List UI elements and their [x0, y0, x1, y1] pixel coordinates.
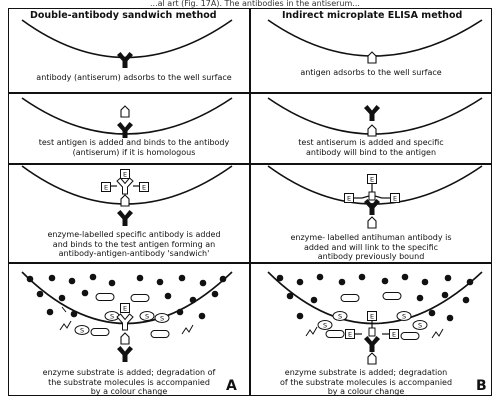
row-divider-3 [8, 262, 492, 264]
row-divider-1 [8, 92, 492, 94]
cropped-header-text: ...al art (Fig. 17A). The antibodies in … [150, 0, 360, 8]
antibody-icon [117, 210, 133, 226]
labelled-antibody-icon [116, 177, 134, 195]
enzyme-label-icon [101, 182, 111, 192]
panel-label-b: B [476, 378, 487, 394]
left-step-2-caption: test antigen is added and binds to the a… [38, 138, 230, 157]
enzyme-label-icon [390, 193, 400, 203]
column-divider [249, 8, 251, 396]
well-right-row1 [267, 19, 483, 57]
enzyme-label-icon [345, 329, 355, 339]
well-right-row4 [267, 271, 483, 325]
bound-antigen-icon [120, 105, 130, 118]
row-divider-2 [8, 163, 492, 165]
test-antibody-icon [364, 105, 380, 121]
enzyme-label-icon [367, 311, 377, 321]
specific-antibody-icon [364, 199, 380, 215]
antibody-icon [117, 346, 133, 362]
panel-label-a: A [226, 378, 237, 394]
antigen-icon [367, 352, 377, 365]
adsorbed-antibody-icon [117, 52, 133, 68]
adsorbed-antigen-icon [367, 51, 377, 64]
antigen-icon [367, 216, 377, 229]
substrate-molecules-left [26, 273, 227, 338]
well-left-row1 [21, 19, 233, 59]
labelled-antibody-icon [116, 313, 134, 331]
left-step-1-caption: antibody (antiserum) adsorbs to the well… [36, 73, 232, 82]
enzyme-label-icon [120, 169, 130, 179]
antigen-icon [367, 124, 377, 137]
left-step-4-caption: enzyme substrate is added; degradation o… [42, 368, 216, 396]
antigen-icon [120, 194, 130, 207]
specific-antibody-icon [364, 336, 380, 352]
enzyme-label-icon [139, 182, 149, 192]
antibody-icon [117, 122, 133, 138]
substrate-molecules-right [276, 273, 474, 340]
right-step-1-caption: antigen adsorbs to the well surface [300, 68, 442, 77]
enzyme-label-icon [389, 329, 399, 339]
enzyme-label-icon [367, 174, 377, 184]
right-column-title: Indirect microplate ELISA method [282, 10, 463, 21]
left-column-title: Double-antibody sandwich method [30, 10, 217, 21]
enzyme-label-icon [344, 193, 354, 203]
enzyme-label-icon [120, 303, 130, 313]
antigen-icon [120, 332, 130, 345]
left-step-3-caption: enzyme-labelled specific antibody is add… [47, 230, 221, 258]
